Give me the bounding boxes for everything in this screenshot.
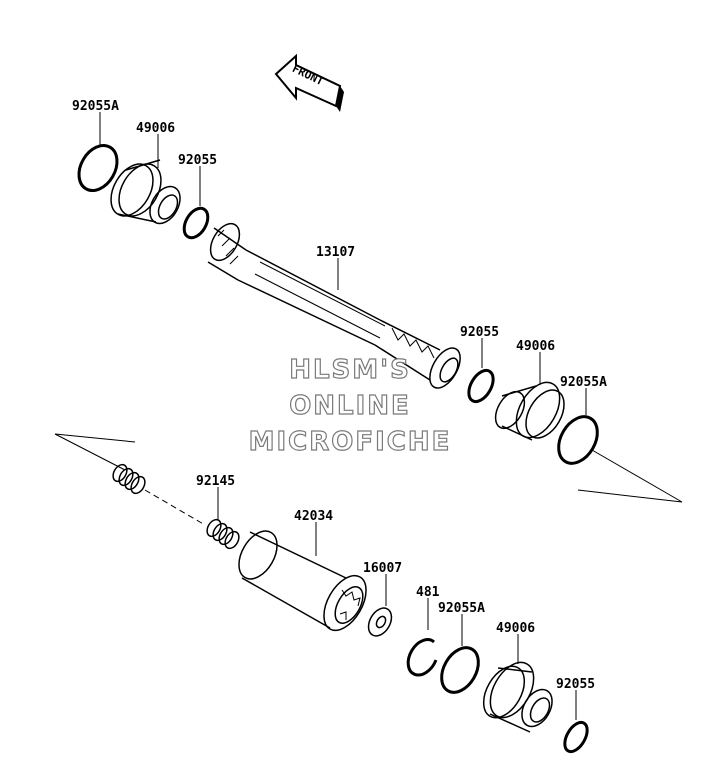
circlip-481 (406, 638, 438, 677)
label-92055-top: 92055 (178, 153, 217, 168)
label-92055-mid: 92055 (460, 325, 499, 340)
leader-lines (99, 112, 587, 720)
label-42034: 42034 (294, 509, 333, 524)
label-92055a-mid: 92055A (560, 375, 607, 390)
label-49006-top: 49006 (136, 121, 175, 136)
spring-92145 (112, 463, 240, 550)
shaft-13107 (207, 222, 461, 389)
o-ring-92055a-bot (440, 646, 480, 694)
washer-16007 (367, 607, 393, 637)
label-16007: 16007 (363, 561, 402, 576)
o-ring-92055-top (182, 206, 210, 240)
label-481: 481 (416, 585, 440, 600)
label-92055a-top: 92055A (72, 99, 119, 114)
watermark-line-3: MICROFICHE (249, 427, 452, 457)
label-92145: 92145 (196, 474, 235, 489)
label-13107: 13107 (316, 245, 355, 260)
watermark: HLSM'S ONLINE MICROFICHE (248, 354, 452, 457)
o-ring-92055-mid (467, 368, 495, 404)
watermark-line-2: ONLINE (289, 391, 411, 421)
boot-49006-mid (494, 381, 565, 441)
projection-lines (54, 433, 683, 526)
o-ring-92055-bot (563, 720, 589, 754)
label-49006-mid: 49006 (516, 339, 555, 354)
boot-49006-bot (482, 661, 553, 733)
watermark-line-1: HLSM'S (289, 355, 411, 385)
o-ring-92055a-mid (557, 415, 599, 465)
front-arrow: FRONT (274, 53, 344, 112)
o-ring-92055a-top (77, 144, 119, 192)
label-49006-bot: 49006 (496, 621, 535, 636)
sleeve-42034 (238, 530, 367, 632)
boot-49006-top (110, 159, 181, 225)
label-92055a-bot: 92055A (438, 601, 485, 616)
label-92055-bot: 92055 (556, 677, 595, 692)
